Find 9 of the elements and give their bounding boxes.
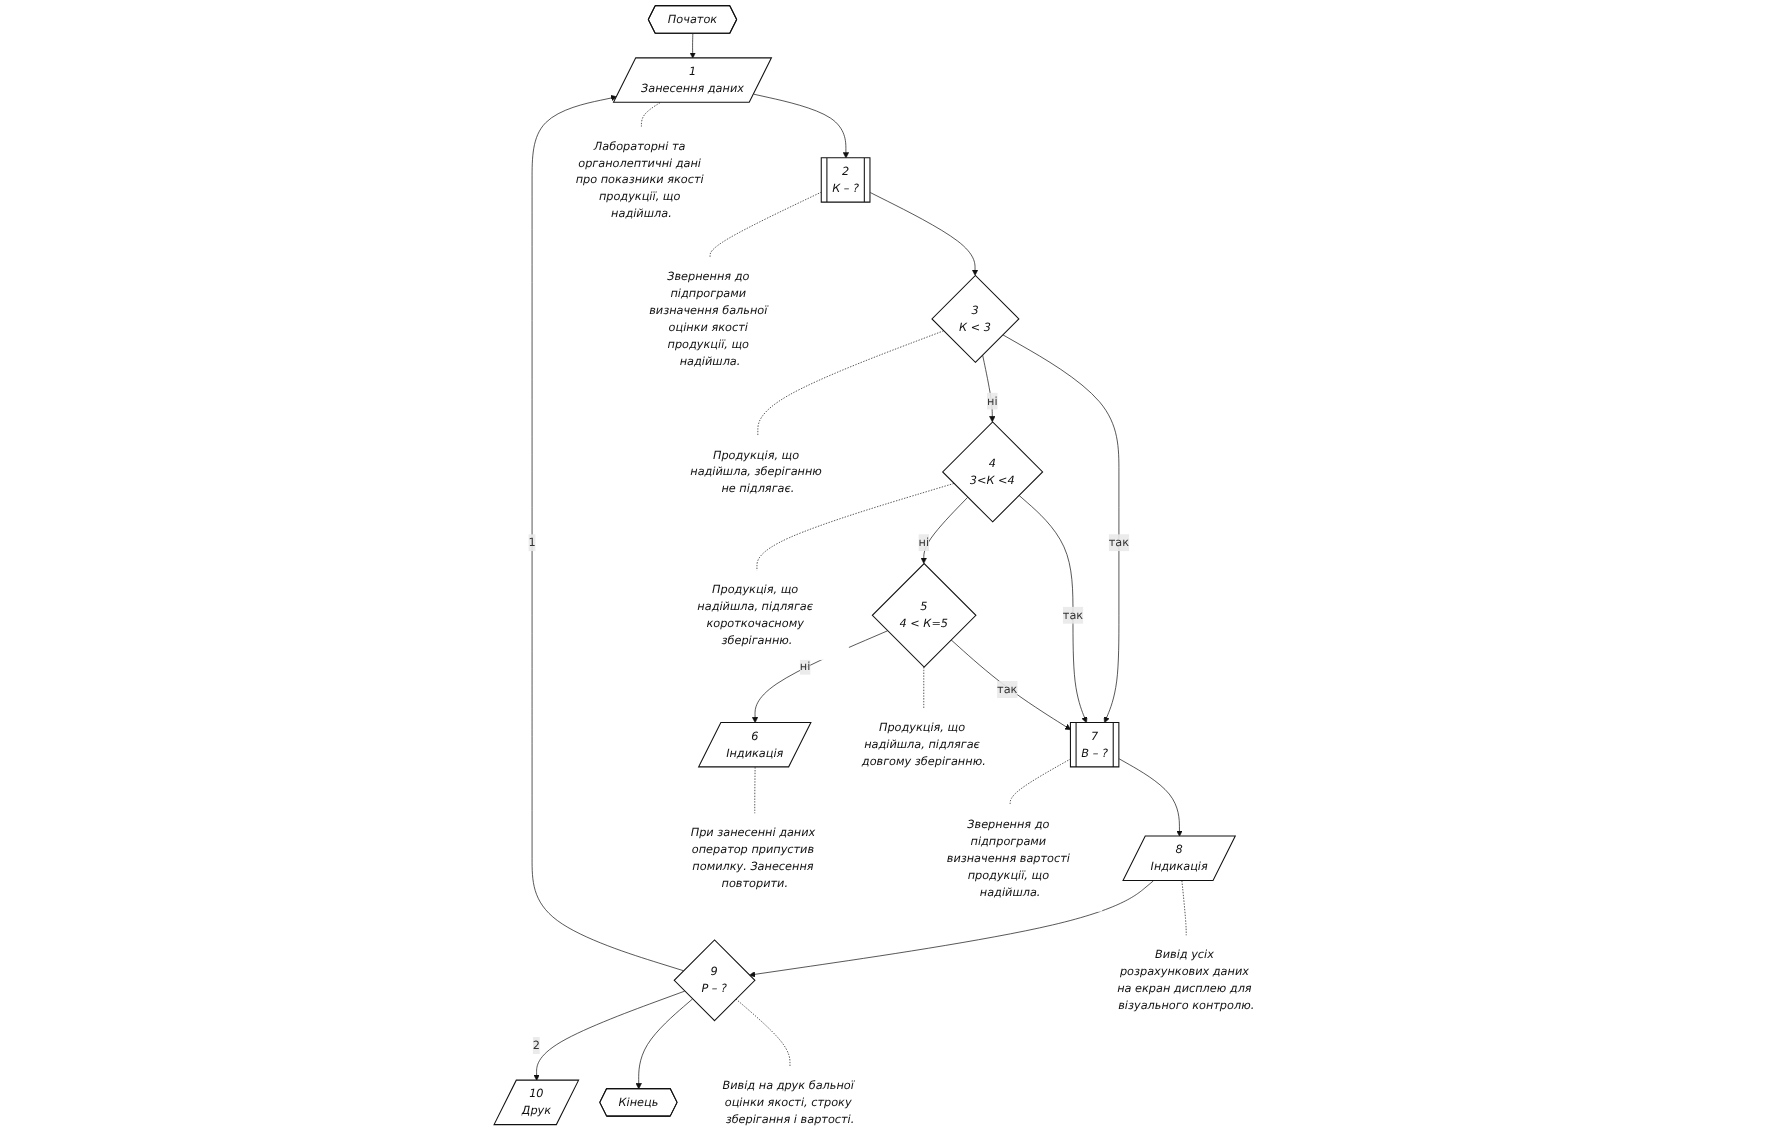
connector — [1009, 758, 1072, 806]
connector — [756, 483, 955, 572]
connector — [641, 102, 661, 128]
connector — [754, 766, 756, 815]
connector — [923, 666, 925, 709]
connector — [709, 191, 822, 258]
connector — [1181, 880, 1187, 937]
connector — [757, 330, 944, 437]
connector — [735, 998, 791, 1067]
